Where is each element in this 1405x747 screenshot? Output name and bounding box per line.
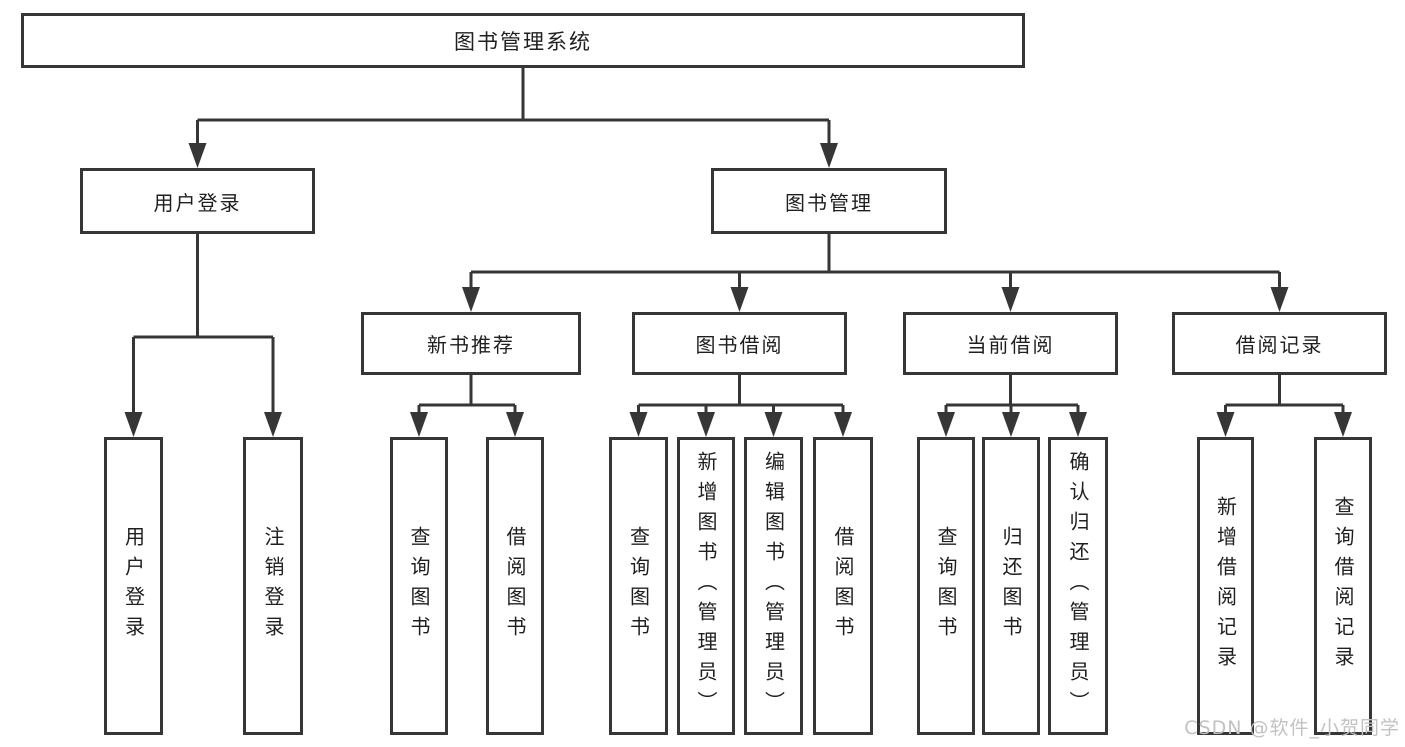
leaf-user-login: 用户登录 bbox=[104, 437, 163, 735]
arrow-down-icon bbox=[820, 143, 838, 168]
node-library-management-system: 图书管理系统 bbox=[21, 13, 1025, 68]
node-new-book-recommendation: 新书推荐 bbox=[361, 312, 581, 375]
arrow-down-icon bbox=[730, 287, 749, 312]
node-user-login: 用户登录 bbox=[80, 168, 315, 234]
leaf-return-books: 归还图书 bbox=[982, 437, 1040, 735]
arrow-down-icon bbox=[124, 412, 143, 437]
leaf-query-borrow-record: 查询借阅记录 bbox=[1314, 437, 1372, 735]
node-label: 当前借阅 bbox=[966, 333, 1055, 357]
node-label: 用户登录 bbox=[153, 190, 242, 215]
node-label: 借阅记录 bbox=[1235, 333, 1324, 357]
leaf-query-books-recommend: 查询图书 bbox=[390, 437, 448, 735]
node-label: 新书推荐 bbox=[427, 333, 515, 357]
arrow-down-icon bbox=[629, 412, 648, 437]
arrow-down-icon bbox=[697, 412, 715, 437]
arrow-down-icon bbox=[764, 412, 783, 437]
leaf-borrow-books-borrowing: 借阅图书 bbox=[813, 437, 873, 735]
node-label: 查询图书 bbox=[626, 526, 651, 646]
arrow-down-icon bbox=[1334, 412, 1352, 437]
node-label: 编辑图书（管理员） bbox=[761, 451, 786, 721]
arrow-down-icon bbox=[506, 412, 524, 437]
arrow-down-icon bbox=[937, 412, 955, 437]
arrow-down-icon bbox=[462, 287, 480, 312]
arrow-down-icon bbox=[1216, 412, 1235, 437]
leaf-query-books-borrowing: 查询图书 bbox=[609, 437, 668, 735]
node-label: 新增图书（管理员） bbox=[694, 451, 718, 721]
node-label: 借阅图书 bbox=[831, 526, 855, 646]
node-book-borrowing: 图书借阅 bbox=[632, 312, 847, 375]
arrow-down-icon bbox=[834, 412, 852, 437]
leaf-borrow-books-recommend: 借阅图书 bbox=[486, 437, 544, 735]
node-label: 新增借阅记录 bbox=[1213, 496, 1238, 676]
arrow-down-icon bbox=[1001, 287, 1020, 312]
node-label: 查询图书 bbox=[407, 526, 431, 646]
node-label: 借阅图书 bbox=[503, 526, 527, 646]
node-label: 图书管理系统 bbox=[454, 29, 592, 54]
leaf-confirm-return-admin: 确认归还（管理员） bbox=[1048, 437, 1108, 735]
node-label: 确认归还（管理员） bbox=[1066, 451, 1090, 721]
node-label: 归还图书 bbox=[999, 526, 1023, 646]
leaf-query-books-current: 查询图书 bbox=[917, 437, 975, 735]
watermark: CSDN @软件_小贺同学 bbox=[1184, 717, 1400, 739]
node-borrowing-records: 借阅记录 bbox=[1172, 312, 1387, 375]
arrow-down-icon bbox=[1069, 412, 1087, 437]
leaf-add-books-admin: 新增图书（管理员） bbox=[677, 437, 735, 735]
node-label: 注销登录 bbox=[261, 526, 285, 646]
arrow-down-icon bbox=[1270, 287, 1289, 312]
arrow-down-icon bbox=[264, 412, 282, 437]
node-label: 图书管理 bbox=[785, 190, 873, 215]
node-label: 图书借阅 bbox=[695, 333, 784, 357]
node-book-management: 图书管理 bbox=[711, 168, 947, 234]
arrow-down-icon bbox=[1002, 412, 1020, 437]
arrow-down-icon bbox=[410, 412, 428, 437]
arrow-down-icon bbox=[188, 143, 207, 168]
leaf-add-borrow-record: 新增借阅记录 bbox=[1197, 437, 1254, 735]
node-current-borrowing: 当前借阅 bbox=[903, 312, 1118, 375]
tree-edges bbox=[132, 68, 1345, 414]
node-label: 用户登录 bbox=[121, 526, 146, 646]
node-label: 查询借阅记录 bbox=[1331, 496, 1355, 676]
leaf-edit-books-admin: 编辑图书（管理员） bbox=[744, 437, 803, 735]
arrow-down-icons bbox=[124, 143, 1352, 437]
leaf-logout: 注销登录 bbox=[243, 437, 303, 735]
node-label: 查询图书 bbox=[934, 526, 958, 646]
